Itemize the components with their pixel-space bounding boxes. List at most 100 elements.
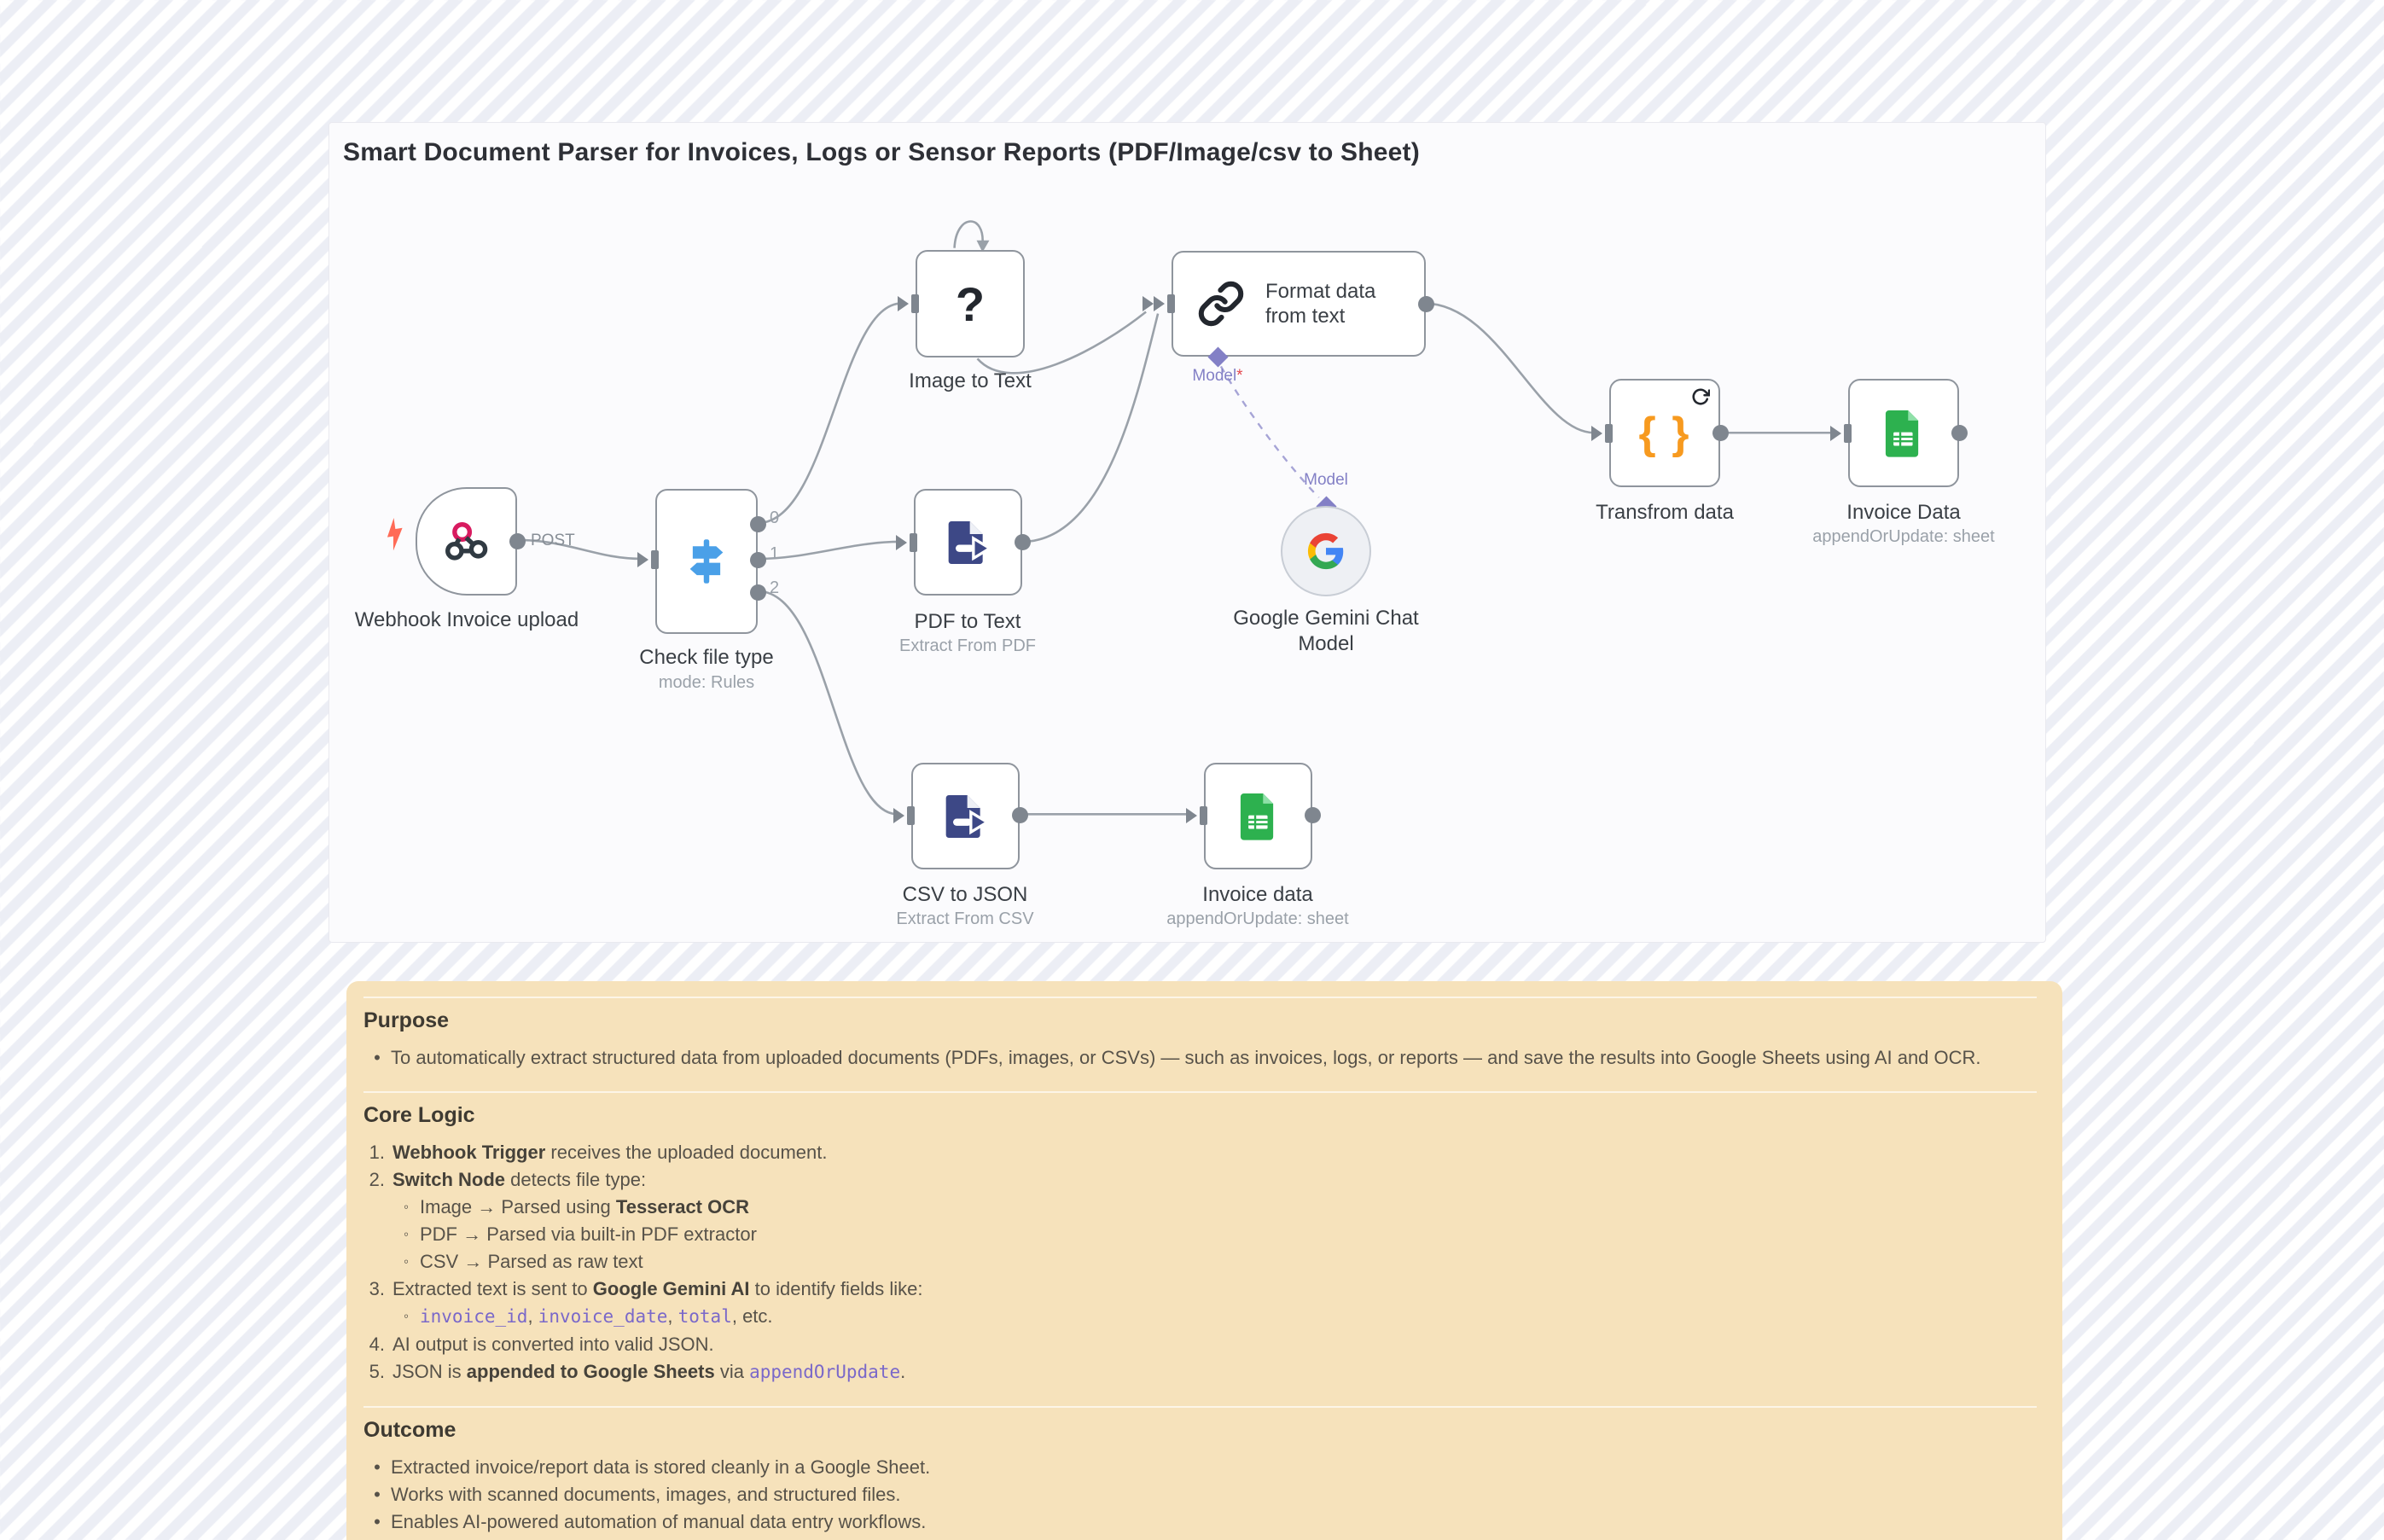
code-invoice-id: invoice_id: [420, 1306, 528, 1327]
note-divider: [363, 997, 2037, 998]
csv-node-label: CSV to JSON: [902, 883, 1028, 906]
csv-output-port[interactable]: [1012, 807, 1028, 823]
switch-output2-port[interactable]: [750, 584, 766, 601]
transform-output-port[interactable]: [1712, 425, 1729, 441]
chain-link-icon: [1198, 281, 1244, 327]
sync-icon: [1692, 388, 1710, 405]
invoicedata-top-label: Invoice Data: [1846, 501, 1961, 524]
self-loop-arrowhead: [976, 240, 990, 253]
pdf-output-port[interactable]: [1015, 534, 1031, 550]
transform-input-arrowhead: [1591, 426, 1602, 441]
gemini-port-label: Model: [1304, 471, 1348, 489]
switch-input-port[interactable]: [651, 550, 659, 569]
node-csv-to-json[interactable]: [911, 763, 1020, 869]
node-webhook[interactable]: [416, 487, 517, 596]
google-sheets-icon: [1885, 410, 1919, 457]
sticky-note[interactable]: Purpose • To automatically extract struc…: [346, 981, 2062, 1540]
switch-output1-label: 1: [770, 544, 780, 563]
core-logic-item-1: 1. Webhook Trigger receives the uploaded…: [369, 1142, 828, 1163]
gemini-node-label: Google Gemini Chat Model: [1233, 607, 1419, 655]
invoicedata-bottom-output-port[interactable]: [1305, 807, 1321, 823]
wire-switch2-to-csv[interactable]: [758, 590, 898, 816]
csv-node-sublabel: Extract From CSV: [896, 909, 1034, 928]
outcome-bullet-2: • Works with scanned documents, images, …: [374, 1484, 901, 1505]
core-logic-heading: Core Logic: [363, 1103, 475, 1127]
code-invoice-date: invoice_date: [538, 1306, 668, 1327]
wire-pdf-to-format[interactable]: [1021, 313, 1160, 543]
braces-icon: { }: [1638, 408, 1691, 458]
format-input-port[interactable]: [1167, 294, 1175, 313]
invoicedata-bottom-input-arrowhead: [1186, 808, 1197, 823]
outcome-bullet-1: • Extracted invoice/report data is store…: [374, 1456, 931, 1478]
invoicedata-top-sublabel: appendOrUpdate: sheet: [1812, 527, 1995, 546]
pdf-node-sublabel: Extract From PDF: [898, 636, 1036, 655]
switch-output0-port[interactable]: [750, 516, 766, 532]
node-format-data[interactable]: Format data from text: [1172, 251, 1426, 357]
wire-image-to-format[interactable]: [976, 311, 1147, 375]
core-logic-item-2: 2. Switch Node detects file type:: [369, 1169, 647, 1190]
node-check-file-type[interactable]: [655, 489, 758, 634]
format-output-port[interactable]: [1418, 296, 1434, 312]
image-input-port[interactable]: [911, 294, 919, 313]
purpose-bullet: • To automatically extract structured da…: [374, 1047, 1981, 1068]
switch-output0-label: 0: [770, 508, 780, 527]
core-logic-sub-image: ◦ Image → Parsed using Tesseract OCR: [403, 1196, 750, 1217]
invoicedata-top-output-port[interactable]: [1951, 425, 1968, 441]
outcome-heading: Outcome: [363, 1418, 456, 1442]
wire-switch0-to-image[interactable]: [758, 302, 902, 525]
google-g-icon: [1307, 532, 1344, 570]
webhook-icon: [445, 521, 487, 561]
wire-switch1-to-pdf[interactable]: [758, 540, 900, 561]
webhook-node-label: Webhook Invoice upload: [354, 608, 579, 631]
append-or-update-link[interactable]: appendOrUpdate: [749, 1362, 901, 1382]
switch-icon: [689, 539, 724, 584]
node-invoice-data-bottom[interactable]: [1204, 763, 1312, 869]
core-logic-sub-fields: ◦ invoice_id, invoice_date, total, etc.: [403, 1305, 773, 1327]
file-export-icon: [945, 794, 990, 838]
webhook-output-port[interactable]: [509, 533, 526, 549]
note-divider: [363, 1406, 2037, 1408]
invoicedata-bottom-label: Invoice data: [1202, 883, 1313, 906]
wire-image-self-loop[interactable]: [953, 220, 984, 248]
outcome-bullet-3: • Enables AI-powered automation of manua…: [374, 1511, 927, 1532]
trigger-bolt-icon: [387, 518, 403, 550]
wire-format-to-transform[interactable]: [1424, 302, 1595, 434]
workflow-canvas[interactable]: Smart Document Parser for Invoices, Logs…: [329, 122, 2046, 943]
switch-output1-port[interactable]: [750, 552, 766, 568]
connection-layer: [517, 220, 1833, 816]
node-google-gemini[interactable]: [1281, 506, 1371, 596]
question-mark-icon: ?: [955, 276, 986, 331]
format-input-arrowhead-2: [1143, 296, 1154, 311]
purpose-heading: Purpose: [363, 1008, 450, 1032]
switch-output2-label: 2: [770, 578, 780, 597]
node-invoice-data-top[interactable]: [1848, 379, 1959, 487]
core-logic-sub-csv: ◦ CSV → Parsed as raw text: [403, 1251, 643, 1272]
webhook-output-label: POST: [531, 532, 575, 549]
wire-webhook-to-switch[interactable]: [517, 538, 643, 561]
workflow-title: Smart Document Parser for Invoices, Logs…: [343, 138, 1420, 166]
wire-gemini-model-dashed[interactable]: [1219, 365, 1320, 498]
format-node-inline-label: Format data from text: [1265, 280, 1376, 328]
image-input-arrowhead: [898, 296, 909, 311]
csv-input-port[interactable]: [907, 806, 915, 825]
pdf-input-arrowhead: [896, 535, 907, 550]
node-transform-data[interactable]: { }: [1609, 379, 1720, 487]
file-export-icon: [948, 520, 992, 564]
node-pdf-to-text[interactable]: [914, 489, 1022, 596]
format-model-port-label: Model*: [1192, 367, 1243, 385]
invoicedata-top-input-port[interactable]: [1844, 424, 1852, 443]
format-input-arrowhead: [1154, 296, 1165, 311]
pdf-node-label: PDF to Text: [914, 610, 1021, 633]
invoicedata-bottom-sublabel: appendOrUpdate: sheet: [1166, 909, 1349, 928]
pdf-input-port[interactable]: [910, 533, 917, 552]
switch-node-sublabel: mode: Rules: [658, 673, 755, 692]
switch-node-label: Check file type: [639, 646, 774, 669]
core-logic-item-4: 4. AI output is converted into valid JSO…: [369, 1334, 714, 1355]
node-image-to-text[interactable]: ?: [916, 250, 1025, 357]
core-logic-item-5: 5. JSON is appended to Google Sheets via…: [369, 1361, 906, 1382]
invoicedata-top-input-arrowhead: [1830, 426, 1841, 441]
invoicedata-bottom-input-port[interactable]: [1200, 806, 1207, 825]
transform-node-label: Transfrom data: [1596, 501, 1734, 524]
google-sheets-icon: [1240, 793, 1273, 840]
transform-input-port[interactable]: [1605, 424, 1613, 443]
